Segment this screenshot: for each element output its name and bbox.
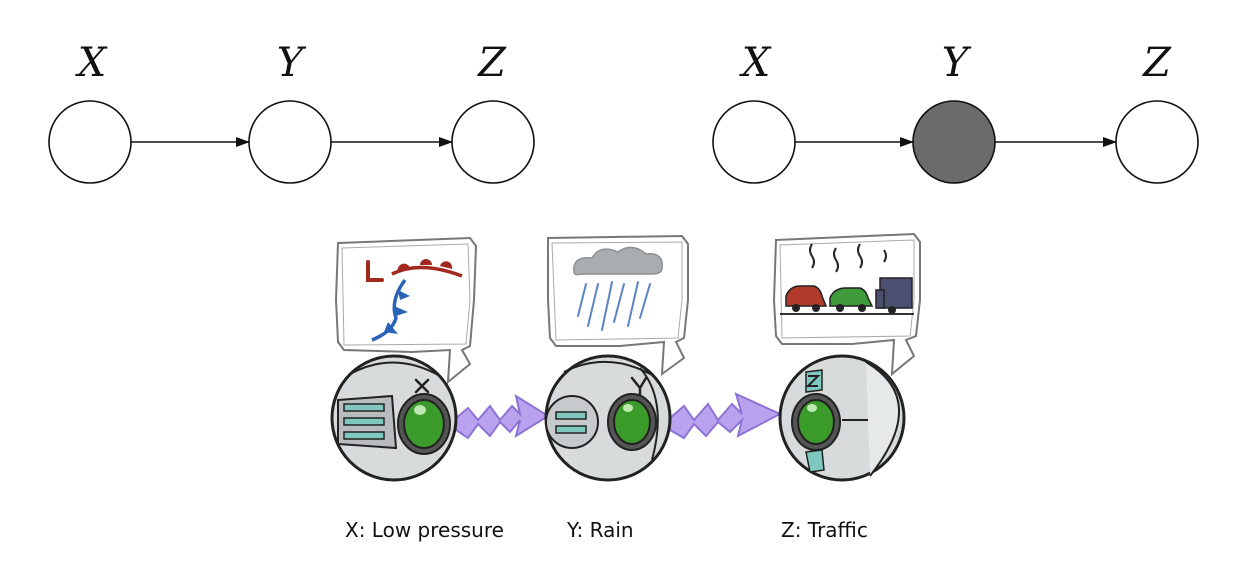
robot-y bbox=[544, 354, 672, 482]
node-label-y-right: Y bbox=[942, 40, 972, 86]
node-label-z-left: Z bbox=[476, 40, 507, 86]
node-label-x-right: X bbox=[739, 40, 772, 86]
node-x-left bbox=[48, 100, 132, 184]
node-label-x-left: X bbox=[75, 40, 108, 86]
caption-y: Y: Rain bbox=[567, 518, 634, 542]
robot-letter-z-icon bbox=[805, 375, 821, 387]
robot-eye-icon bbox=[403, 399, 445, 449]
robot-x bbox=[330, 354, 458, 482]
thought-bubble-x bbox=[334, 236, 478, 385]
thought-bubble-z bbox=[772, 232, 921, 377]
signal-arrow-y-to-z bbox=[669, 392, 783, 440]
caption-x: X: Low pressure bbox=[345, 518, 504, 542]
traffic-jam-icon bbox=[780, 243, 914, 315]
node-label-z-right: Z bbox=[1141, 40, 1172, 86]
robot-z bbox=[778, 354, 906, 482]
node-label-y-left: Y bbox=[277, 40, 307, 86]
node-y-right-observed bbox=[912, 100, 996, 184]
rain-cloud-icon bbox=[573, 246, 663, 331]
robot-letter-x-icon bbox=[414, 378, 430, 394]
caption-z: Z: Traffic bbox=[781, 518, 868, 542]
signal-arrow-x-to-y bbox=[455, 393, 550, 440]
node-z-left bbox=[451, 100, 535, 184]
node-x-right bbox=[712, 100, 796, 184]
left-chain-diagram: X Y Z bbox=[48, 40, 535, 184]
weather-front-icon bbox=[366, 259, 463, 342]
right-chain-diagram: X Y Z bbox=[712, 40, 1199, 184]
node-z-right bbox=[1115, 100, 1199, 184]
thought-bubble-y bbox=[547, 234, 689, 377]
node-y-left bbox=[248, 100, 332, 184]
robot-eye-icon bbox=[613, 399, 651, 445]
robot-eye-icon bbox=[797, 399, 835, 445]
